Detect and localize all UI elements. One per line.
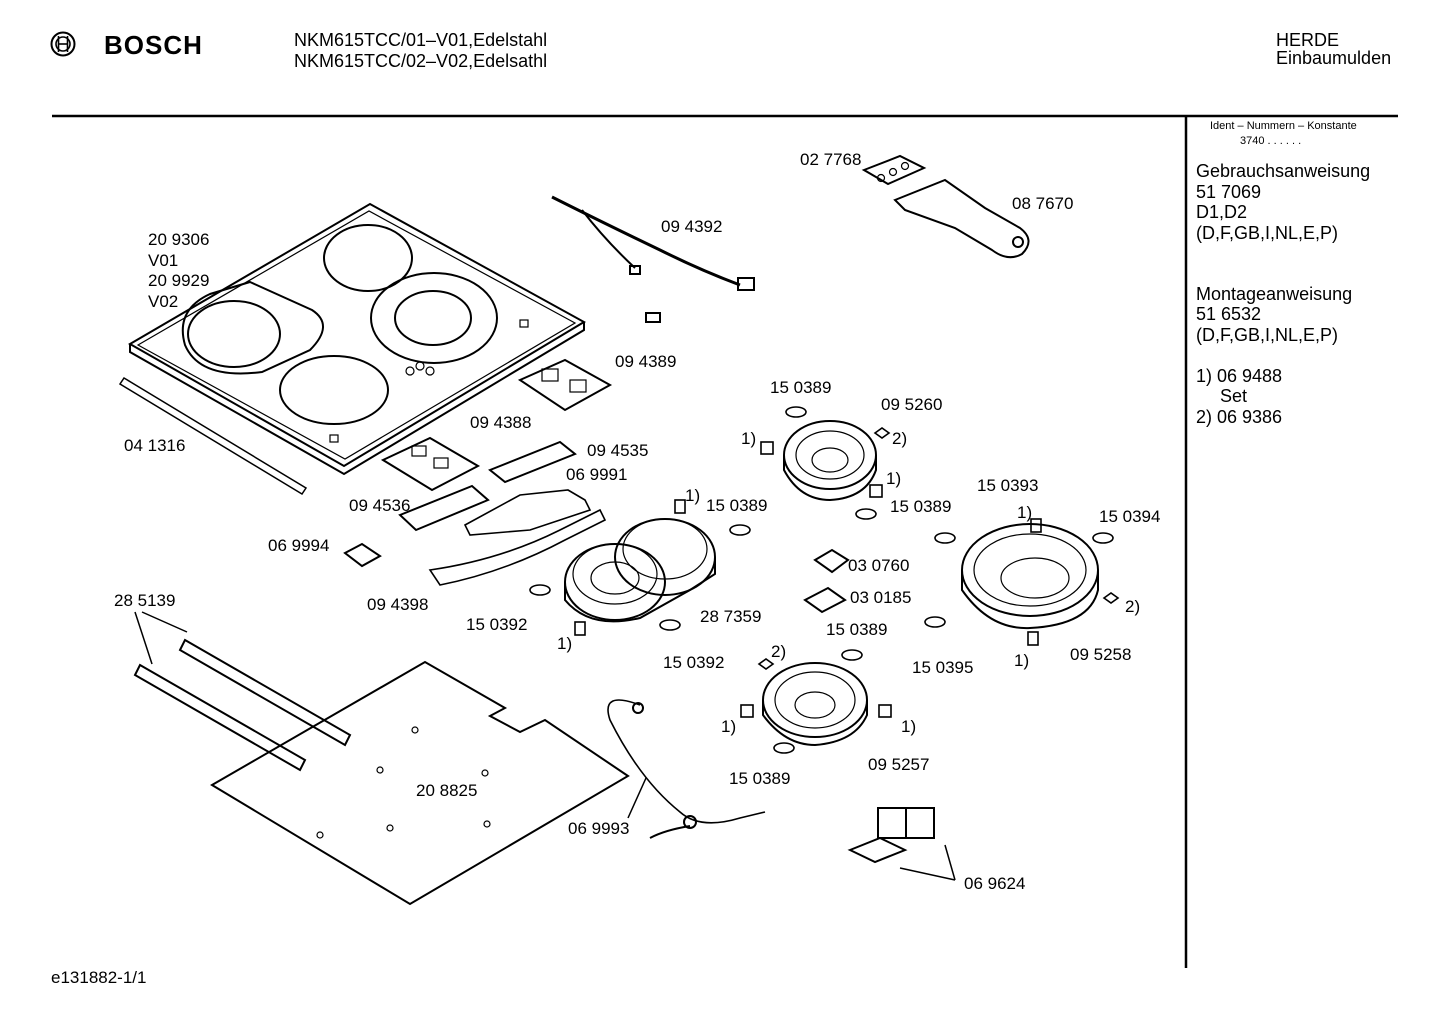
label-150389-d: 15 0389 [826, 620, 887, 639]
label-087670: 08 7670 [1012, 194, 1073, 213]
label-069991: 06 9991 [566, 465, 627, 484]
label-note2-b: 2) [771, 642, 786, 661]
label-note1-d: 1) [1017, 503, 1032, 522]
label-094392: 09 4392 [661, 217, 722, 236]
label-150394: 15 0394 [1099, 507, 1160, 526]
label-094398: 09 4398 [367, 595, 428, 614]
category-line-1: HERDE [1276, 30, 1340, 50]
cable-094392 [551, 195, 741, 287]
label-150393: 15 0393 [977, 476, 1038, 495]
heater-095258 [961, 523, 1099, 630]
label-285139: 28 5139 [114, 591, 175, 610]
heater-dual-287359 [564, 518, 716, 623]
label-note1-g: 1) [721, 717, 736, 736]
note-2: 2) 06 9386 [1196, 407, 1283, 427]
sensor-cable-069993 [607, 699, 766, 824]
label-095257: 09 5257 [868, 755, 929, 774]
label-030760: 03 0760 [848, 556, 909, 575]
manual-title: Gebrauchsanweisung [1196, 161, 1371, 181]
label-095258: 09 5258 [1070, 645, 1131, 664]
bosch-logo-icon [50, 31, 76, 57]
rail-lower [133, 663, 307, 772]
label-209306: 20 9306 [148, 230, 209, 249]
label-150392-a: 15 0392 [466, 615, 527, 634]
control-board-094388 [380, 436, 481, 492]
label-note2-a: 2) [892, 429, 907, 448]
bracket-069994 [343, 542, 382, 568]
label-v01: V01 [148, 251, 178, 270]
category-line-2: Einbaumulden [1276, 48, 1392, 68]
board-094536 [398, 484, 490, 532]
mount-number: 51 6532 [1196, 304, 1262, 324]
manual-number: 51 7069 [1196, 182, 1262, 202]
label-094389: 09 4389 [615, 352, 676, 371]
ident-title: Ident – Nummern – Konstante [1210, 120, 1357, 132]
label-150389-e: 15 0389 [729, 769, 790, 788]
heater-095260 [783, 420, 877, 502]
label-note1-b: 1) [886, 469, 901, 488]
label-note1-e: 1) [557, 634, 572, 653]
mount-title: Montageanweisung [1196, 284, 1353, 304]
label-150389-a: 15 0389 [770, 378, 831, 397]
clips [529, 406, 1120, 754]
label-094388: 09 4388 [470, 413, 531, 432]
label-v02: V02 [148, 292, 178, 311]
label-095260: 09 5260 [881, 395, 942, 414]
label-150392-b: 15 0392 [663, 653, 724, 672]
block-030185 [803, 586, 847, 614]
note-1: 1) 06 9488 [1196, 366, 1283, 386]
manual-langs: (D,F,GB,I,NL,E,P) [1196, 223, 1339, 243]
label-note1-c: 1) [685, 486, 700, 505]
manual-codes: D1,D2 [1196, 202, 1248, 222]
ident-value: 3740 . . . . . . [1240, 135, 1302, 147]
model-line-1: NKM615TCC/01–V01,Edelstahl [294, 30, 548, 50]
label-150389-c: 15 0389 [706, 496, 767, 515]
label-note2-c: 2) [1125, 597, 1140, 616]
rail-upper [178, 638, 352, 747]
note-1-sub: Set [1220, 386, 1248, 406]
label-209929: 20 9929 [148, 271, 209, 290]
bottom-sheet [210, 660, 630, 906]
drawing-id: e131882-1/1 [51, 968, 147, 987]
ribbon-094398 [428, 508, 607, 586]
mount-langs: (D,F,GB,I,NL,E,P) [1196, 325, 1339, 345]
terminal-030760 [813, 548, 850, 574]
label-note1-f: 1) [1014, 651, 1029, 670]
label-069993: 06 9993 [568, 819, 629, 838]
heater-095257 [762, 662, 868, 747]
label-150389-b: 15 0389 [890, 497, 951, 516]
board-094535 [488, 440, 577, 484]
seal-strip [118, 376, 308, 496]
label-027768: 02 7768 [800, 150, 861, 169]
label-note1-a: 1) [741, 429, 756, 448]
terminal-block-069624 [847, 807, 956, 881]
cooktop-glass [127, 202, 587, 476]
label-069624: 06 9624 [964, 874, 1025, 893]
control-handle [893, 178, 1030, 259]
control-board-094389 [517, 358, 613, 412]
label-094536: 09 4536 [349, 496, 410, 515]
label-030185: 03 0185 [850, 588, 911, 607]
label-note1-h: 1) [901, 717, 916, 736]
label-041316: 04 1316 [124, 436, 185, 455]
label-150395: 15 0395 [912, 658, 973, 677]
label-094535: 09 4535 [587, 441, 648, 460]
brand-name: BOSCH [104, 30, 203, 60]
model-line-2: NKM615TCC/02–V02,Edelsathl [294, 51, 548, 71]
label-287359: 28 7359 [700, 607, 761, 626]
label-sticker [861, 154, 927, 186]
ribbon-069991 [463, 489, 592, 536]
label-069994: 06 9994 [268, 536, 329, 555]
label-208825: 20 8825 [416, 781, 477, 800]
